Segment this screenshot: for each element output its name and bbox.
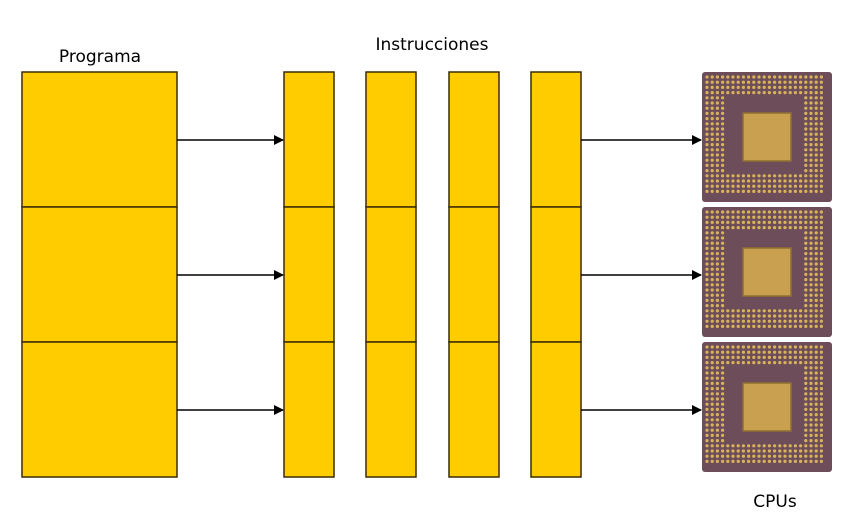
program-block bbox=[21, 341, 178, 478]
instruction-cell bbox=[283, 206, 335, 343]
arrows bbox=[177, 135, 702, 415]
instruction-cell bbox=[530, 206, 582, 343]
instruction-columns bbox=[283, 71, 582, 478]
instruction-cell bbox=[530, 341, 582, 478]
instruction-cell bbox=[365, 71, 417, 208]
cpu-pins bbox=[705, 75, 824, 193]
cpu-pins bbox=[705, 210, 824, 328]
instruction-cell bbox=[448, 206, 500, 343]
instruction-cell bbox=[448, 341, 500, 478]
instruction-cell bbox=[530, 71, 582, 208]
instruction-cell bbox=[283, 71, 335, 208]
cpu-chip bbox=[702, 72, 832, 202]
instructions-label: Instrucciones bbox=[376, 35, 489, 55]
cpu-chip bbox=[702, 342, 832, 472]
cpus-label: CPUs bbox=[753, 492, 797, 512]
program-block bbox=[21, 71, 178, 208]
program-label: Programa bbox=[59, 47, 141, 67]
cpu-die bbox=[742, 382, 792, 432]
cpu-chips bbox=[702, 72, 832, 472]
cpu-die bbox=[742, 112, 792, 162]
instruction-cell bbox=[448, 71, 500, 208]
cpu-chip bbox=[702, 207, 832, 337]
cpu-die bbox=[742, 247, 792, 297]
instruction-cell bbox=[365, 341, 417, 478]
program-blocks bbox=[21, 71, 178, 478]
instruction-cell bbox=[283, 341, 335, 478]
program-block bbox=[21, 206, 178, 343]
cpu-pins bbox=[705, 345, 824, 463]
instruction-cell bbox=[365, 206, 417, 343]
